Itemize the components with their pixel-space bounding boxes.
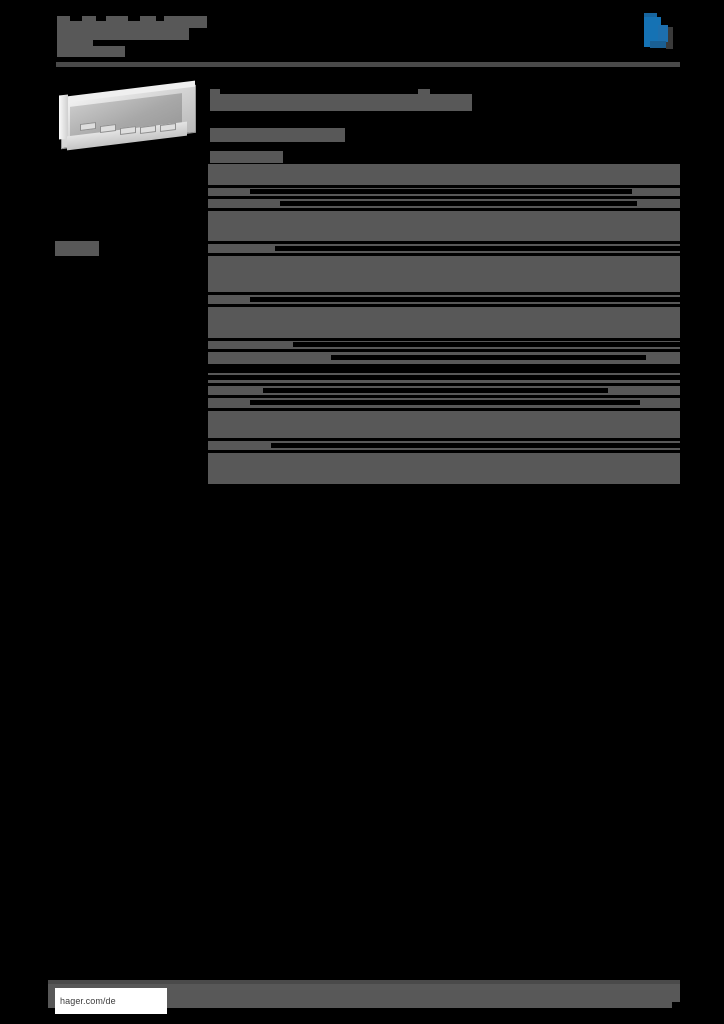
footer-url-text: hager.com/de — [60, 996, 116, 1006]
section-heading — [210, 151, 283, 163]
footer-center-text-3 — [383, 990, 409, 998]
table-row — [208, 199, 680, 208]
table-cell-redaction-gap — [250, 297, 680, 302]
table-row — [208, 307, 680, 338]
logo-main-stem — [644, 17, 661, 47]
footer-divider — [48, 980, 680, 984]
table-row — [208, 373, 680, 383]
table-cell-redaction-gap — [275, 246, 680, 251]
document-title-line-3 — [57, 28, 189, 40]
main-title-ascender-left — [210, 89, 220, 96]
document-subtitle-line-1 — [57, 38, 93, 47]
page-subtitle — [210, 128, 345, 142]
specification-table — [208, 164, 680, 484]
table-cell-redaction-gap — [280, 201, 637, 206]
footer-url-link[interactable]: hager.com/de — [55, 988, 167, 1014]
logo-foot — [650, 41, 666, 48]
product-end-cap-left — [59, 94, 68, 140]
main-title-ascender-right — [418, 89, 430, 96]
table-cell-redaction-gap — [271, 443, 680, 448]
logo-wing — [658, 25, 668, 42]
footer-center-text-2 — [337, 997, 442, 1008]
table-row — [208, 244, 680, 253]
table-cell-redaction-gap — [331, 355, 646, 360]
table-row — [208, 188, 680, 196]
table-row — [208, 386, 680, 395]
hager-logo-icon — [640, 13, 682, 51]
table-row — [208, 295, 680, 304]
title-gap-1 — [70, 16, 82, 21]
table-row — [208, 453, 680, 484]
footer-corner-notch — [672, 1002, 680, 1009]
table-row — [208, 411, 680, 438]
table-row — [208, 256, 680, 292]
footer-page-number — [625, 990, 670, 1006]
sidebar-label — [55, 241, 99, 256]
title-gap-3 — [128, 16, 140, 21]
table-cell-redaction-gap — [250, 189, 632, 194]
spec-group-separator — [208, 364, 680, 373]
table-row — [208, 341, 680, 349]
table-row — [208, 398, 680, 408]
logo-shadow — [666, 27, 673, 49]
title-gap-4 — [156, 16, 164, 21]
table-cell-redaction-gap — [208, 375, 680, 380]
table-row — [208, 441, 680, 450]
table-cell-redaction-gap — [293, 342, 680, 347]
header-divider — [56, 62, 680, 67]
table-cell-redaction-gap — [263, 388, 608, 393]
table-row — [208, 164, 680, 185]
document-subtitle-line-2 — [57, 46, 125, 57]
table-row — [208, 352, 680, 364]
page-header — [0, 0, 724, 72]
title-gap-2 — [96, 16, 106, 21]
product-photo — [55, 80, 200, 155]
table-row — [208, 211, 680, 241]
table-cell-redaction-gap — [250, 400, 640, 405]
page-title — [210, 94, 472, 111]
